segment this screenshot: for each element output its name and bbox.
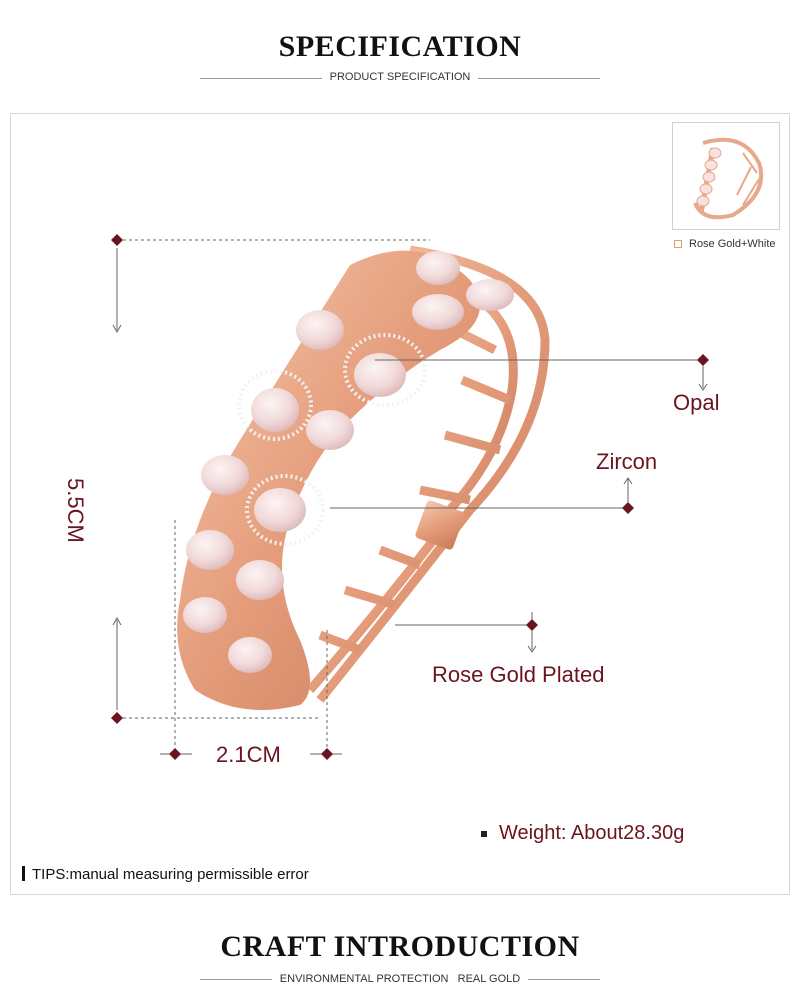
- tips-text: TIPS:manual measuring permissible error: [32, 866, 309, 883]
- bracelet-thumbnail-image: [693, 137, 764, 220]
- clasp-hinge: [415, 500, 465, 550]
- specification-subheading: PRODUCT SPECIFICATION: [0, 71, 800, 83]
- color-option-label: Rose Gold+White: [689, 238, 776, 250]
- product-thumbnail[interactable]: [672, 122, 780, 230]
- craft-heading: CRAFT INTRODUCTION: [220, 930, 580, 963]
- tips-marker: [22, 866, 25, 881]
- bracelet-front: [177, 250, 514, 710]
- width-dimension-label: 2.1CM: [216, 742, 281, 767]
- height-dimension-label: 5.5CM: [63, 478, 88, 543]
- specification-panel: [10, 113, 790, 895]
- weight-bullet: [481, 831, 487, 837]
- specification-subheading-text: PRODUCT SPECIFICATION: [321, 71, 479, 83]
- color-swatch[interactable]: [674, 240, 682, 248]
- specification-heading: SPECIFICATION: [278, 30, 522, 63]
- zircon-label: Zircon: [596, 449, 658, 474]
- craft-subheading: ENVIRONMENTAL PROTECTION REAL GOLD: [0, 973, 800, 985]
- bracelet-back-band: [306, 245, 550, 703]
- height-dimension: [112, 239, 430, 719]
- weight-label: Weight: About28.30g: [499, 822, 685, 844]
- opal-label: Opal: [673, 390, 720, 415]
- rose-gold-plated-label: Rose Gold Plated: [432, 662, 605, 687]
- craft-subheading-text: ENVIRONMENTAL PROTECTION REAL GOLD: [271, 973, 529, 985]
